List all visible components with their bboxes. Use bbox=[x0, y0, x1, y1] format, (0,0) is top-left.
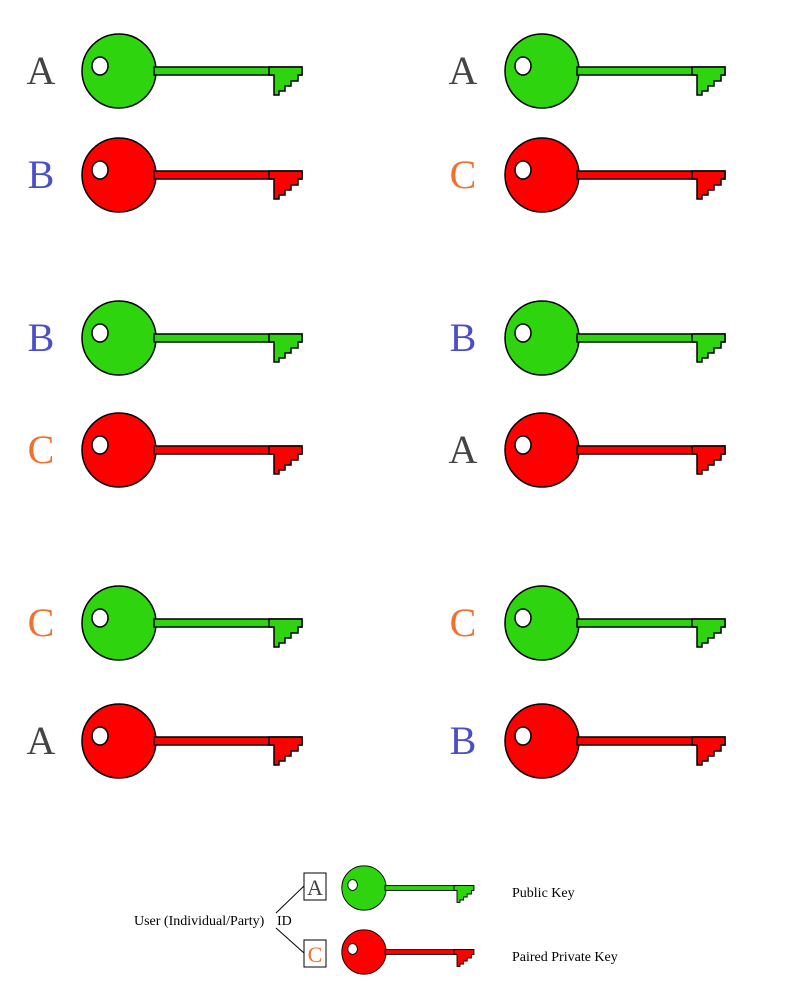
legend-private-key-icon bbox=[341, 929, 475, 975]
legend-private-key-label: Paired Private Key bbox=[512, 950, 618, 965]
pair-2-public-key-icon bbox=[504, 33, 726, 109]
legend-id-label: ID bbox=[277, 914, 292, 929]
pair-6-private-key-icon bbox=[504, 703, 726, 779]
pair-3-private-key-icon bbox=[81, 412, 303, 488]
pair-1-private-key-icon bbox=[81, 137, 303, 213]
pair-4-public-key-icon bbox=[504, 300, 726, 376]
legend-branch-down bbox=[275, 927, 305, 954]
legend-public-key-icon bbox=[341, 865, 475, 911]
pair-4-private-key-icon bbox=[504, 412, 726, 488]
legend-public-key-label: Public Key bbox=[512, 886, 575, 901]
key-pairs-grid: A B A C B C B A C A C B bbox=[27, 33, 726, 779]
pair-5-private-label: A bbox=[27, 718, 56, 763]
pair-1-public-label: A bbox=[27, 48, 56, 93]
pair-3-public-key-icon bbox=[81, 300, 303, 376]
pair-6-private-label: B bbox=[450, 718, 477, 763]
pair-6-public-label: C bbox=[450, 600, 477, 645]
pair-1-public-key-icon bbox=[81, 33, 303, 109]
legend-public-letter: A bbox=[307, 875, 323, 900]
pair-4-public-label: B bbox=[450, 315, 477, 360]
legend-private-letter: C bbox=[308, 942, 323, 967]
pair-5-private-key-icon bbox=[81, 703, 303, 779]
pair-2-private-label: C bbox=[450, 152, 477, 197]
pair-3-public-label: B bbox=[28, 315, 55, 360]
legend: User (Individual/Party) ID A C Public Ke… bbox=[134, 865, 618, 975]
pair-3-private-label: C bbox=[28, 427, 55, 472]
pair-2-private-key-icon bbox=[504, 137, 726, 213]
pair-5-public-key-icon bbox=[81, 585, 303, 661]
pair-2-public-label: A bbox=[449, 48, 478, 93]
pair-5-public-label: C bbox=[28, 600, 55, 645]
legend-private-letter-box bbox=[303, 939, 327, 968]
pair-4-private-label: A bbox=[449, 427, 478, 472]
pair-6-public-key-icon bbox=[504, 585, 726, 661]
legend-user-label: User (Individual/Party) bbox=[134, 914, 265, 929]
pair-1-private-label: B bbox=[28, 152, 55, 197]
legend-branch-up bbox=[275, 885, 305, 914]
legend-public-letter-box bbox=[303, 872, 327, 901]
